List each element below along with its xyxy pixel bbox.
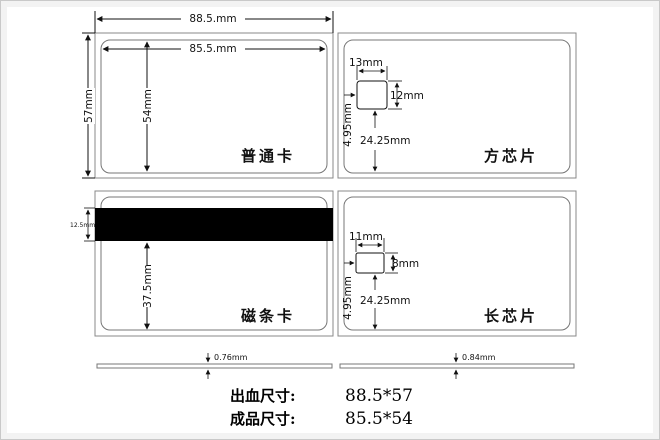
long-chip-width-label: 11mm: [349, 231, 383, 243]
long-chip-card-title: 长芯片: [484, 307, 538, 325]
magnetic-card-dimensions: 12.5mm 37.5mm: [70, 207, 154, 330]
long-chip-bottom-label: 24.25mm: [360, 295, 411, 307]
square-chip-card: [337, 32, 577, 179]
finished-width-dimension: 85.5.mm: [102, 42, 326, 55]
plain-card-finished-outline: [100, 39, 328, 174]
bleed-size-label: 出血尺寸:: [230, 387, 296, 405]
bleed-width-label: 88.5.mm: [189, 13, 236, 25]
bleed-height-label: 57mm: [83, 89, 95, 123]
bleed-width-dimension: 88.5.mm: [94, 11, 334, 33]
finished-size-value: 85.5*54: [345, 409, 413, 429]
thickness-right: 0.84mm: [339, 353, 575, 379]
card-edge-right: [339, 363, 575, 369]
square-chip-height-label: 12mm: [390, 90, 424, 102]
bleed-size-value: 88.5*57: [345, 386, 413, 406]
square-chip-width-label: 13mm: [349, 57, 383, 69]
long-chip-dimensions: 11mm 8mm 4.95mm 24.25mm: [342, 231, 419, 330]
stripe-width-label: 12.5mm: [70, 222, 95, 229]
bleed-height-dimension: 57mm: [81, 32, 95, 179]
magnetic-card: [94, 190, 334, 337]
thickness-right-label: 0.84mm: [462, 353, 496, 362]
long-chip-height-label: 8mm: [392, 258, 419, 270]
thickness-left: 0.76mm: [96, 353, 333, 379]
square-chip-bottom-label: 24.25mm: [360, 135, 411, 147]
square-chip: [356, 80, 388, 110]
long-chip: [355, 252, 385, 274]
square-chip-card-title: 方芯片: [484, 147, 538, 165]
plain-card: [94, 32, 334, 179]
square-chip-left-label: 4.95mm: [342, 103, 354, 147]
finished-width-label: 85.5.mm: [189, 43, 236, 55]
plain-card-title: 普通卡: [241, 147, 295, 165]
size-summary: 出血尺寸: 88.5*57 成品尺寸: 85.5*54: [230, 386, 413, 429]
finished-size-label: 成品尺寸:: [230, 410, 296, 428]
finished-height-dimension: 54mm: [140, 41, 154, 172]
long-chip-card: [337, 190, 577, 337]
stripe-offset-label: 37.5mm: [142, 264, 154, 308]
long-chip-left-label: 4.95mm: [342, 276, 354, 320]
magnetic-stripe: [95, 208, 333, 241]
square-chip-dimensions: 13mm 12mm 4.95mm 24.25mm: [342, 57, 424, 172]
finished-height-label: 54mm: [142, 89, 154, 123]
magnetic-card-title: 磁条卡: [241, 307, 295, 325]
card-edge-left: [96, 363, 333, 369]
thickness-left-label: 0.76mm: [214, 353, 248, 362]
